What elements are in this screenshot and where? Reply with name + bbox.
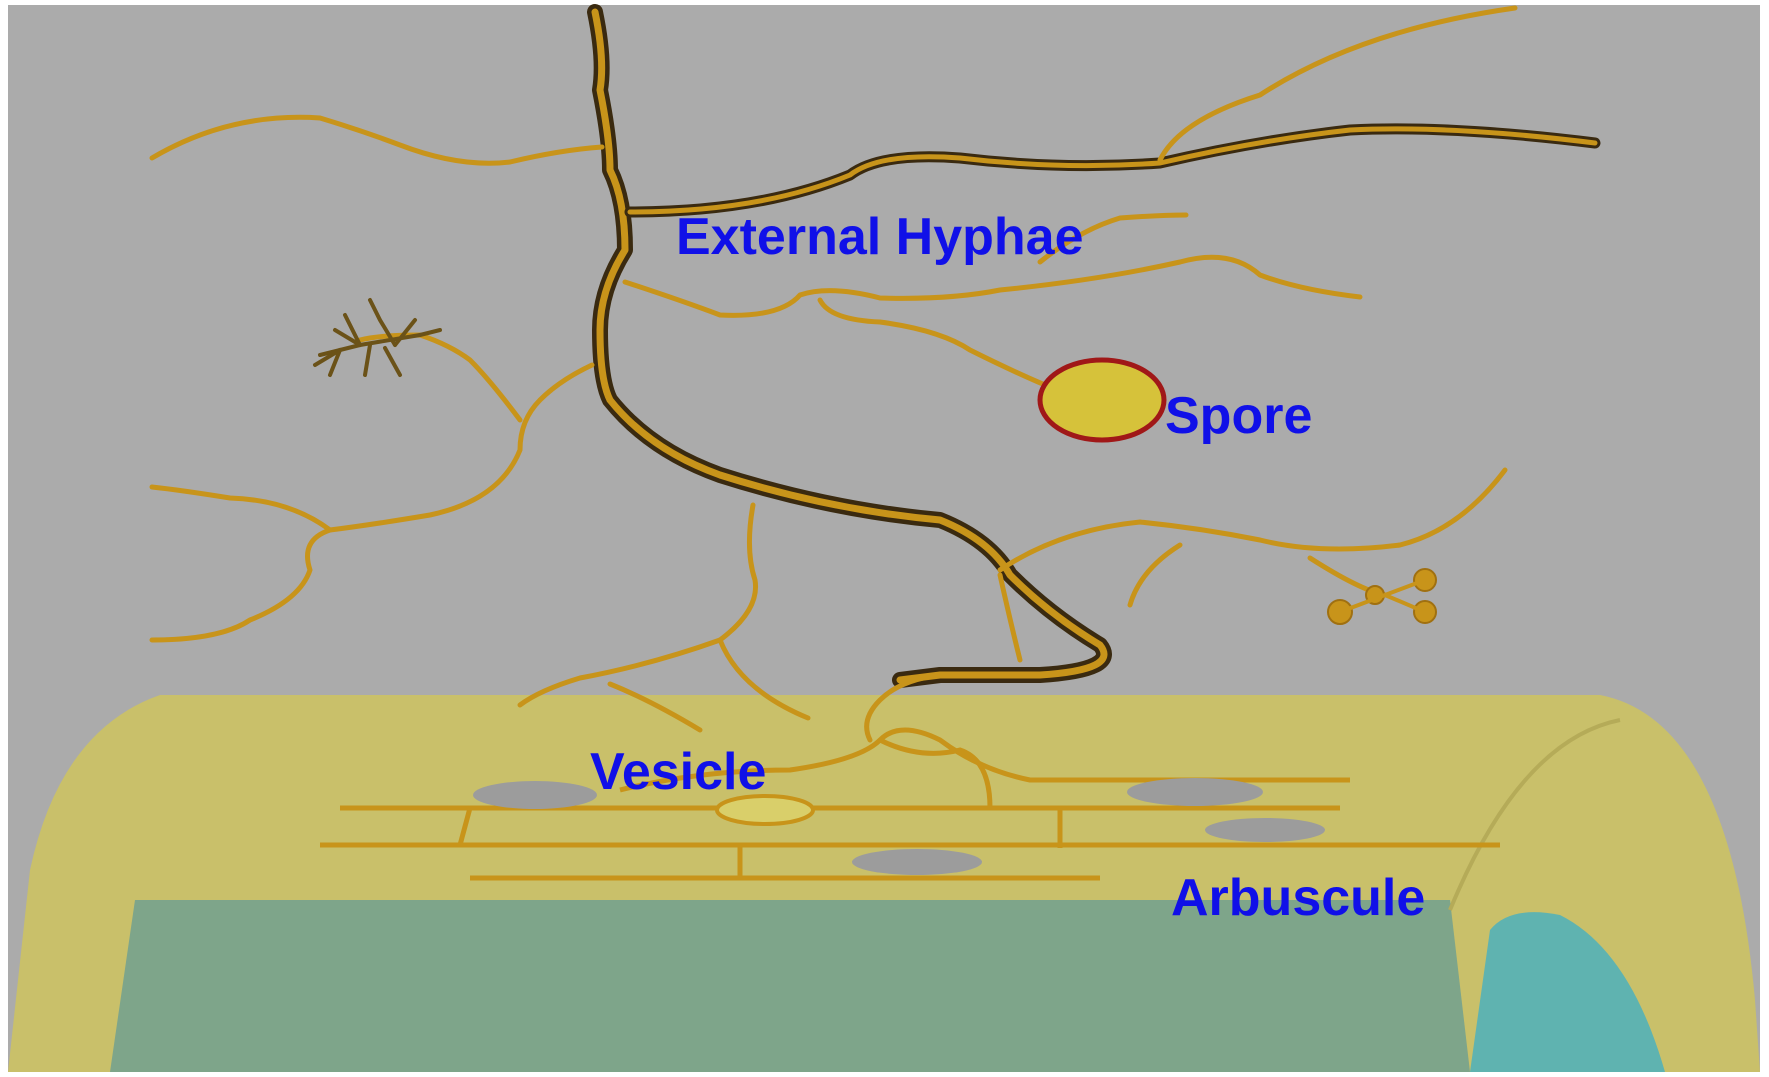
arbuscule-patch: [1205, 818, 1325, 842]
vesicle-label: Vesicle: [590, 746, 766, 798]
external-hyphae-label: External Hyphae: [676, 211, 1084, 263]
arbuscule-patch: [852, 849, 982, 875]
spore-label: Spore: [1165, 390, 1312, 442]
arbuscule-patch: [1127, 778, 1263, 806]
spore-body: [1040, 360, 1164, 440]
plant-root: [8, 695, 1760, 1072]
arbuscule-label: Arbuscule: [1171, 872, 1425, 924]
arbuscule-patch: [473, 781, 597, 809]
